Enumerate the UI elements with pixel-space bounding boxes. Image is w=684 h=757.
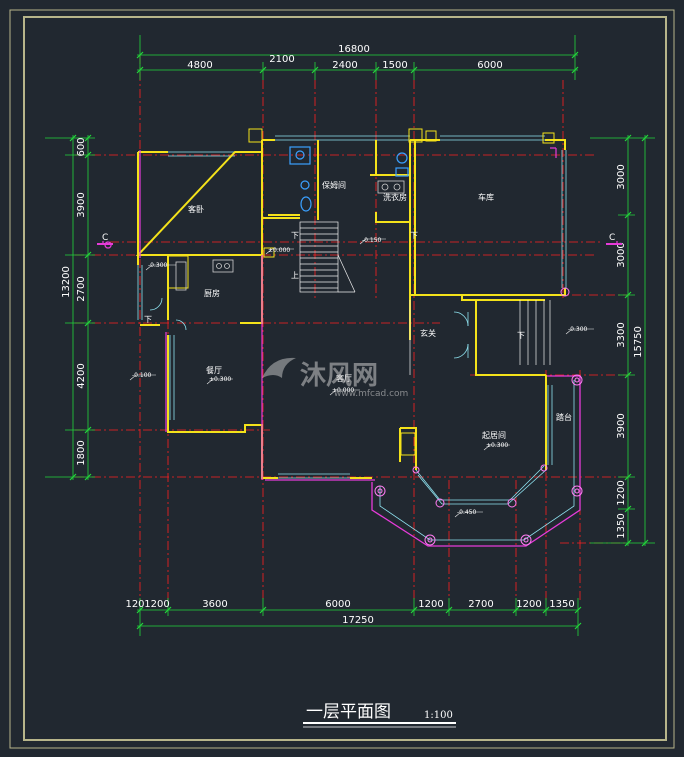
- axis-grid: [75, 55, 630, 600]
- room-label-hall: 客厅: [336, 373, 352, 383]
- dim-left-seg: 600: [76, 137, 87, 156]
- section-mark-right: C: [609, 233, 615, 243]
- outer-frame: [9, 9, 675, 749]
- level-mark: ±0.300: [209, 376, 231, 383]
- inner-frame: [23, 16, 667, 741]
- dim-top-seg: 6000: [477, 60, 502, 71]
- room-label-nanny: 保姆间: [322, 180, 346, 190]
- level-mark: -0.300: [568, 326, 588, 333]
- drawing-title: 一层平面图: [306, 702, 391, 722]
- level-mark: -0.100: [132, 372, 152, 379]
- room-label-laundry: 洗衣房: [383, 192, 407, 202]
- room-label-kitchen: 厨房: [204, 288, 220, 298]
- dim-top-seg: 2400: [332, 60, 357, 71]
- staircase: [299, 221, 551, 375]
- dim-top-seg: 1500: [382, 60, 407, 71]
- dimension-lines: [45, 35, 655, 636]
- level-mark: ±0.000: [332, 387, 354, 394]
- dim-bottom-seg: 1200: [418, 599, 443, 610]
- dim-left-seg: 4200: [76, 363, 87, 388]
- dimension-ticks: [69, 51, 649, 630]
- level-mark: ±0.300: [486, 442, 508, 449]
- drawing-title-block: 一层平面图 1:100: [303, 702, 456, 728]
- dim-top-seg: 2100: [269, 54, 294, 65]
- watermark-url: www.mfcad.com: [334, 389, 408, 399]
- dim-top-seg: 4800: [187, 60, 212, 71]
- room-label-bench: 踏台: [556, 412, 572, 422]
- watermark-logo-icon: [262, 357, 296, 378]
- dim-left-total: 13200: [61, 266, 72, 298]
- section-cut-marks: C C: [97, 233, 622, 245]
- drawing-scale: 1:100: [424, 710, 453, 721]
- dim-bottom-seg: 3600: [202, 599, 227, 610]
- watermark: 沐风网 www.mfcad.com: [262, 357, 408, 399]
- windows: [137, 135, 567, 479]
- dim-right-seg: 1200: [616, 480, 627, 505]
- level-mark: -0.150: [362, 237, 382, 244]
- level-mark: -0.450: [457, 509, 477, 516]
- dim-right-seg: 3000: [616, 164, 627, 189]
- dim-bottom-seg: 1200: [516, 599, 541, 610]
- dim-top-total: 16800: [338, 44, 370, 55]
- kitchen-fixtures: [175, 180, 405, 291]
- bay-columns: [374, 287, 583, 546]
- accent-lines: [102, 147, 618, 481]
- room-label-living: 起居间: [482, 431, 506, 440]
- dim-bottom-seg: 2700: [468, 599, 493, 610]
- dim-bottom-lead: 120: [125, 599, 144, 610]
- dim-left-seg: 3900: [76, 192, 87, 217]
- dim-right-total: 15750: [633, 326, 644, 358]
- level-mark: -0.300: [148, 262, 168, 269]
- stair-up-label: 上: [291, 271, 299, 280]
- dim-bottom-seg: 6000: [325, 599, 350, 610]
- stair-down-label: 下: [144, 315, 152, 324]
- bathroom-fixtures: [289, 146, 409, 212]
- room-label-garage: 车库: [478, 192, 494, 202]
- dim-right-seg: 3900: [616, 413, 627, 438]
- stair-down-label: 下: [517, 331, 525, 340]
- watermark-brand: 沐风网: [300, 361, 378, 391]
- room-label-foyer: 玄关: [420, 328, 436, 338]
- doors: [149, 297, 469, 359]
- bay-window: [371, 375, 581, 547]
- level-markers: [129, 238, 594, 518]
- dim-left-seg: 2700: [76, 276, 87, 301]
- wall-outlines: [167, 128, 555, 456]
- level-mark: ±0.000: [268, 247, 290, 254]
- room-label-bedroom: 客卧: [188, 204, 204, 214]
- dim-bottom-seg: 1350: [549, 599, 574, 610]
- walls: [135, 139, 566, 479]
- stair-down-label: 下: [410, 231, 418, 240]
- dim-bottom-seg: 1200: [144, 599, 169, 610]
- dim-right-seg: 1350: [616, 513, 627, 538]
- section-mark-left: C: [102, 233, 108, 243]
- dim-bottom-total: 17250: [342, 615, 374, 626]
- dim-left-seg: 1800: [76, 440, 87, 465]
- dim-right-seg: 3300: [616, 322, 627, 347]
- stair-down-label: 下: [291, 231, 299, 240]
- dim-right-seg: 3000: [616, 242, 627, 267]
- room-label-dining: 餐厅: [206, 366, 222, 375]
